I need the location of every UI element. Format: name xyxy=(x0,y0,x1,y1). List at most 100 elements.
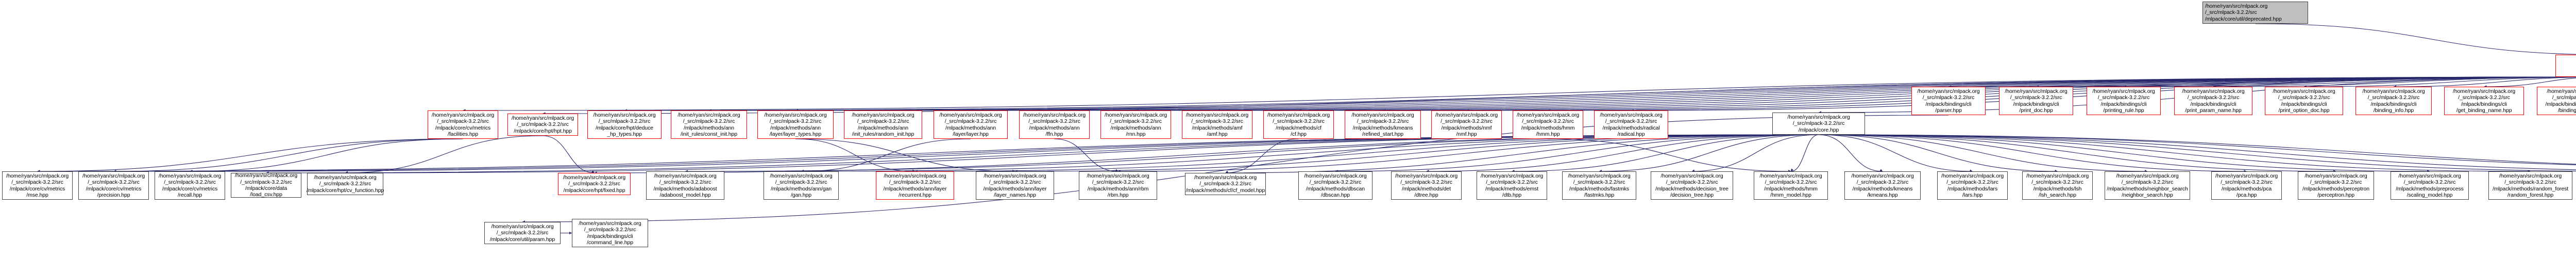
graph-node-m09[interactable]: /home/ryan/src/mlpack.org /_src/mlpack-3… xyxy=(1100,110,1171,139)
edge-prereqs-r03 xyxy=(2123,76,2576,87)
edge-core-n23 xyxy=(1818,134,2247,172)
graph-node-m11[interactable]: /home/ryan/src/mlpack.org /_src/mlpack-3… xyxy=(1263,110,1334,139)
graph-node-m04[interactable]: /home/ryan/src/mlpack.org /_src/mlpack-3… xyxy=(671,110,747,139)
graph-node-m10[interactable]: /home/ryan/src/mlpack.org /_src/mlpack-3… xyxy=(1182,110,1252,139)
edge-core-n07 xyxy=(685,134,1819,172)
graph-node-n15[interactable]: /home/ryan/src/mlpack.org /_src/mlpack-3… xyxy=(1477,171,1547,200)
edge-core-n03 xyxy=(190,134,1819,172)
graph-node-n20[interactable]: /home/ryan/src/mlpack.org /_src/mlpack-3… xyxy=(1937,171,2008,200)
graph-node-n04[interactable]: /home/ryan/src/mlpack.org /_src/mlpack-3… xyxy=(231,172,301,198)
graph-node-n02[interactable]: /home/ryan/src/mlpack.org /_src/mlpack-3… xyxy=(78,171,149,200)
edge-core-n11 xyxy=(1117,134,1819,172)
graph-node-n25[interactable]: /home/ryan/src/mlpack.org /_src/mlpack-3… xyxy=(2391,171,2469,200)
graph-node-n14[interactable]: /home/ryan/src/mlpack.org /_src/mlpack-3… xyxy=(1391,171,1462,200)
graph-node-n23[interactable]: /home/ryan/src/mlpack.org /_src/mlpack-3… xyxy=(2211,171,2282,200)
edge-core-n18 xyxy=(1790,134,1819,172)
edge-core-n27 xyxy=(1818,134,2576,172)
graph-node-m01[interactable]: /home/ryan/src/mlpack.org /_src/mlpack-3… xyxy=(428,110,498,139)
edge-core-n30 xyxy=(1818,134,2576,165)
graph-node-m06[interactable]: /home/ryan/src/mlpack.org /_src/mlpack-3… xyxy=(844,110,922,139)
edge-m02-n05 xyxy=(345,135,543,173)
edge-core-n20 xyxy=(1818,134,1973,172)
graph-node-n13[interactable]: /home/ryan/src/mlpack.org /_src/mlpack-3… xyxy=(1298,171,1372,200)
edge-m01-n02 xyxy=(113,138,463,172)
graph-node-n07[interactable]: /home/ryan/src/mlpack.org /_src/mlpack-3… xyxy=(646,171,724,200)
edge-core-n16 xyxy=(1599,134,1819,172)
edge-core-n13 xyxy=(1335,134,1819,172)
edge-prereqs-r02 xyxy=(2036,76,2576,87)
graph-node-b01[interactable]: /home/ryan/src/mlpack.org /_src/mlpack-3… xyxy=(484,222,561,244)
graph-node-m03[interactable]: /home/ryan/src/mlpack.org /_src/mlpack-3… xyxy=(587,110,662,139)
graph-node-n26[interactable]: /home/ryan/src/mlpack.org /_src/mlpack-3… xyxy=(2488,171,2572,200)
graph-node-m07[interactable]: /home/ryan/src/mlpack.org /_src/mlpack-3… xyxy=(934,110,1008,139)
graph-node-n06[interactable]: /home/ryan/src/mlpack.org /_src/mlpack-3… xyxy=(558,173,631,195)
graph-node-root[interactable]: /home/ryan/src/mlpack.org /_src/mlpack-3… xyxy=(2202,2,2308,24)
edge-core-n12 xyxy=(1225,134,1819,173)
graph-node-n03[interactable]: /home/ryan/src/mlpack.org /_src/mlpack-3… xyxy=(155,171,225,200)
graph-node-n08[interactable]: /home/ryan/src/mlpack.org /_src/mlpack-3… xyxy=(764,171,839,200)
edge-prereqs-m01 xyxy=(463,76,2576,111)
graph-node-b02[interactable]: /home/ryan/src/mlpack.org /_src/mlpack-3… xyxy=(572,219,648,247)
edge-core-n06 xyxy=(594,134,1819,173)
graph-node-r02[interactable]: /home/ryan/src/mlpack.org /_src/mlpack-3… xyxy=(1999,87,2073,115)
graph-node-r07[interactable]: /home/ryan/src/mlpack.org /_src/mlpack-3… xyxy=(2444,87,2524,115)
edge-core-n05 xyxy=(345,134,1819,173)
edge-core-n01 xyxy=(37,134,1819,172)
edge-core-n26 xyxy=(1818,134,2531,172)
graph-node-n18[interactable]: /home/ryan/src/mlpack.org /_src/mlpack-3… xyxy=(1754,171,1828,200)
graph-node-n01[interactable]: /home/ryan/src/mlpack.org /_src/mlpack-3… xyxy=(2,171,73,200)
graph-node-r08[interactable]: /home/ryan/src/mlpack.org /_src/mlpack-3… xyxy=(2537,87,2576,115)
edge-prereqs-r04 xyxy=(2213,76,2576,87)
graph-node-n16[interactable]: /home/ryan/src/mlpack.org /_src/mlpack-3… xyxy=(1562,171,1636,200)
graph-node-n11[interactable]: /home/ryan/src/mlpack.org /_src/mlpack-3… xyxy=(1079,171,1157,200)
graph-node-core[interactable]: /home/ryan/src/mlpack.org /_src/mlpack-3… xyxy=(1772,113,1865,135)
edge-prereqs-r07 xyxy=(2484,77,2576,87)
graph-node-m12[interactable]: /home/ryan/src/mlpack.org /_src/mlpack-3… xyxy=(1345,110,1421,139)
edge-m05-n09 xyxy=(795,138,916,172)
graph-node-m02[interactable]: /home/ryan/src/mlpack.org /_src/mlpack-3… xyxy=(507,114,578,136)
edge-m05-n10 xyxy=(795,138,1015,172)
edge-m07-n08 xyxy=(801,138,971,172)
edge-root-prereqs xyxy=(2255,23,2576,55)
graph-node-n05[interactable]: /home/ryan/src/mlpack.org /_src/mlpack-3… xyxy=(307,173,384,195)
graph-node-r04[interactable]: /home/ryan/src/mlpack.org /_src/mlpack-3… xyxy=(2174,87,2252,115)
edge-core-n08 xyxy=(801,134,1819,172)
graph-node-n24[interactable]: /home/ryan/src/mlpack.org /_src/mlpack-3… xyxy=(2298,171,2374,200)
edge-core-n25 xyxy=(1818,134,2430,172)
graph-node-n12[interactable]: /home/ryan/src/mlpack.org /_src/mlpack-3… xyxy=(1185,173,1266,195)
edge-core-n19 xyxy=(1818,134,1883,172)
graph-node-m13[interactable]: /home/ryan/src/mlpack.org /_src/mlpack-3… xyxy=(1431,110,1502,139)
edge-core-n14 xyxy=(1426,134,1819,172)
graph-node-r06[interactable]: /home/ryan/src/mlpack.org /_src/mlpack-3… xyxy=(2355,87,2432,115)
edge-m01-n01 xyxy=(37,138,463,172)
edge-core-n22 xyxy=(1818,134,2148,172)
edge-core-n02 xyxy=(113,134,1819,172)
graph-node-r01[interactable]: /home/ryan/src/mlpack.org /_src/mlpack-3… xyxy=(1911,87,1986,115)
edge-core-n21 xyxy=(1818,134,2058,172)
edge-m08-n11 xyxy=(1054,138,1118,172)
graph-node-m15[interactable]: /home/ryan/src/mlpack.org /_src/mlpack-3… xyxy=(1594,110,1668,139)
graph-node-m05[interactable]: /home/ryan/src/mlpack.org /_src/mlpack-3… xyxy=(757,110,834,139)
edge-core-n09 xyxy=(914,134,1819,172)
edge-m02-n06 xyxy=(543,135,595,173)
edge-prereqs-m08 xyxy=(1054,76,2576,111)
edge-m14-n18 xyxy=(1548,138,1791,172)
edge-prereqs-r01 xyxy=(1948,76,2576,87)
edge-core-n10 xyxy=(1014,134,1819,172)
edge-core-n24 xyxy=(1818,134,2336,172)
graph-node-n09[interactable]: /home/ryan/src/mlpack.org /_src/mlpack-3… xyxy=(876,171,954,200)
graph-node-r03[interactable]: /home/ryan/src/mlpack.org /_src/mlpack-3… xyxy=(2087,87,2161,115)
graph-node-m08[interactable]: /home/ryan/src/mlpack.org /_src/mlpack-3… xyxy=(1019,110,1090,139)
edge-m11-n12 xyxy=(1225,138,1299,173)
graph-node-m14[interactable]: /home/ryan/src/mlpack.org /_src/mlpack-3… xyxy=(1513,110,1583,139)
graph-node-n19[interactable]: /home/ryan/src/mlpack.org /_src/mlpack-3… xyxy=(1844,171,1921,200)
graph-node-prereqs[interactable]: /home/ryan/src/mlpack.org /_src/mlpack-3… xyxy=(2555,55,2576,77)
graph-node-n10[interactable]: /home/ryan/src/mlpack.org /_src/mlpack-3… xyxy=(976,171,1054,200)
graph-node-n22[interactable]: /home/ryan/src/mlpack.org /_src/mlpack-3… xyxy=(2105,171,2190,200)
edge-prereqs-r05 xyxy=(2303,76,2576,87)
edge-core-n15 xyxy=(1512,134,1819,172)
graph-node-n17[interactable]: /home/ryan/src/mlpack.org /_src/mlpack-3… xyxy=(1651,171,1733,200)
graph-node-r05[interactable]: /home/ryan/src/mlpack.org /_src/mlpack-3… xyxy=(2265,87,2343,115)
graph-node-n21[interactable]: /home/ryan/src/mlpack.org /_src/mlpack-3… xyxy=(2022,171,2093,200)
